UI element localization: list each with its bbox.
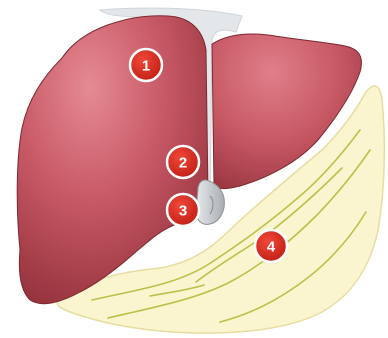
marker-2: 2 [167, 146, 199, 178]
marker-1: 1 [130, 49, 162, 81]
marker-label-2: 2 [179, 155, 187, 172]
marker-label-3: 3 [179, 203, 187, 220]
marker-3: 3 [167, 194, 199, 226]
marker-4: 4 [255, 230, 287, 262]
marker-label-4: 4 [267, 239, 276, 256]
marker-label-1: 1 [142, 58, 150, 75]
